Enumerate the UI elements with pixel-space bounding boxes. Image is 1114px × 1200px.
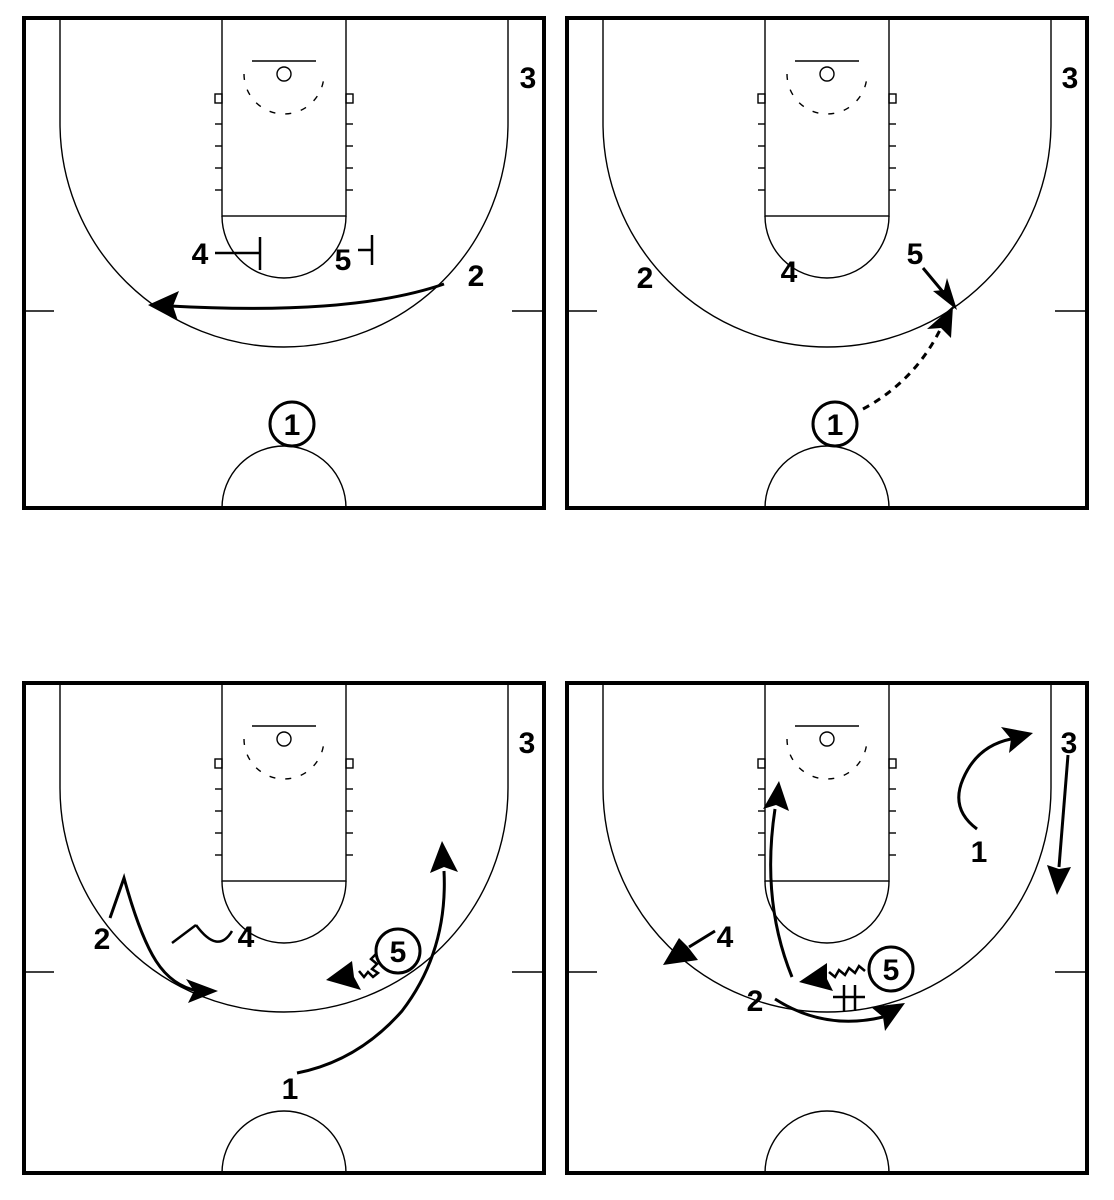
player-4: 4 [781, 256, 798, 289]
arrowhead [763, 781, 789, 811]
center-circle [764, 1110, 890, 1174]
pass-path-1 [862, 327, 943, 411]
cut-path-1 [296, 870, 446, 1075]
lane-marks [757, 93, 897, 191]
arrowhead [148, 291, 179, 321]
court-diagram-2: 3 2 4 5 1 [565, 16, 1089, 510]
plays [148, 235, 445, 321]
player-2: 2 [94, 923, 111, 956]
players: 3 1 4 5 2 [717, 727, 1078, 1018]
plays [862, 267, 957, 411]
player-3: 3 [1062, 62, 1079, 95]
ball-handler-ring [374, 927, 422, 975]
arrowhead [933, 278, 957, 310]
three-point-line [59, 18, 509, 348]
free-throw-circle [764, 215, 890, 279]
three-point-line [602, 683, 1052, 1013]
player-5: 5 [335, 244, 352, 277]
rim [276, 66, 292, 82]
cut-path-2 [169, 282, 445, 310]
court-diagram-1: 3 4 5 2 1 [22, 16, 546, 510]
players: 3 2 4 5 1 [94, 727, 536, 1106]
center-circle [221, 1110, 347, 1174]
arrowhead [1047, 865, 1071, 895]
player-4: 4 [717, 921, 734, 954]
player-2: 2 [637, 262, 654, 295]
lane-marks [214, 758, 354, 856]
court-markings [22, 16, 546, 510]
dribble-path-5 [358, 953, 381, 979]
arrowhead [871, 1003, 905, 1031]
player-5: 5 [883, 954, 900, 987]
arrowhead [663, 938, 698, 965]
court-diagram-4: 3 1 4 5 2 [565, 681, 1089, 1175]
court-boundary [565, 681, 1089, 1175]
cut-path-3 [1057, 754, 1070, 868]
three-point-line [602, 18, 1052, 348]
arrowhead [799, 963, 833, 991]
restricted-arc [786, 73, 868, 115]
restricted-arc [243, 73, 325, 115]
screen-4-bar [171, 924, 197, 944]
arrowhead [326, 961, 361, 990]
player-3: 3 [1061, 727, 1078, 760]
player-2: 2 [468, 260, 485, 293]
court-diagram-3: 3 2 4 5 1 [22, 681, 546, 1175]
center-circle [764, 445, 890, 509]
free-throw-circle [764, 880, 890, 944]
cut-path-2b [774, 997, 884, 1023]
cut-path-5 [921, 267, 945, 293]
free-throw-circle [221, 215, 347, 279]
plays [663, 727, 1071, 1031]
ball-handler-ring [268, 400, 316, 448]
players: 3 2 4 5 1 [637, 62, 1079, 448]
cut-path-1 [957, 737, 1012, 831]
court-markings [22, 681, 546, 1175]
cut-path-2a [769, 808, 794, 978]
ball-handler-ring [811, 400, 859, 448]
player-1: 1 [284, 409, 301, 442]
lane [764, 17, 890, 217]
player-3: 3 [520, 62, 537, 95]
free-throw-circle [221, 880, 347, 944]
lane [221, 682, 347, 882]
plays [108, 841, 458, 1075]
ball-handler-ring [867, 945, 915, 993]
rim [276, 731, 292, 747]
player-3: 3 [519, 727, 536, 760]
cut-path-4 [688, 929, 716, 949]
restricted-arc [786, 738, 868, 780]
arrowhead [430, 841, 458, 873]
player-1: 1 [827, 409, 844, 442]
lane [221, 17, 347, 217]
cut-path-2 [108, 872, 199, 993]
player-5: 5 [907, 238, 924, 271]
players: 3 4 5 2 1 [192, 62, 537, 448]
lane-marks [757, 758, 897, 856]
court-markings [565, 681, 1089, 1175]
screen-4 [194, 924, 234, 943]
arrowhead [186, 979, 218, 1003]
lane-marks [214, 93, 354, 191]
dribble-path-5 [828, 964, 866, 979]
center-circle [221, 445, 347, 509]
arrowhead [927, 306, 953, 338]
restricted-arc [243, 738, 325, 780]
three-point-line [59, 683, 509, 1013]
arrowhead [1001, 727, 1033, 753]
rim [819, 731, 835, 747]
player-4: 4 [238, 921, 255, 954]
rim [819, 66, 835, 82]
player-1: 1 [282, 1073, 299, 1106]
lane [764, 682, 890, 882]
court-markings [565, 16, 1089, 510]
player-4: 4 [192, 238, 209, 271]
player-2: 2 [747, 985, 764, 1018]
player-1: 1 [971, 836, 988, 869]
player-5: 5 [390, 936, 407, 969]
